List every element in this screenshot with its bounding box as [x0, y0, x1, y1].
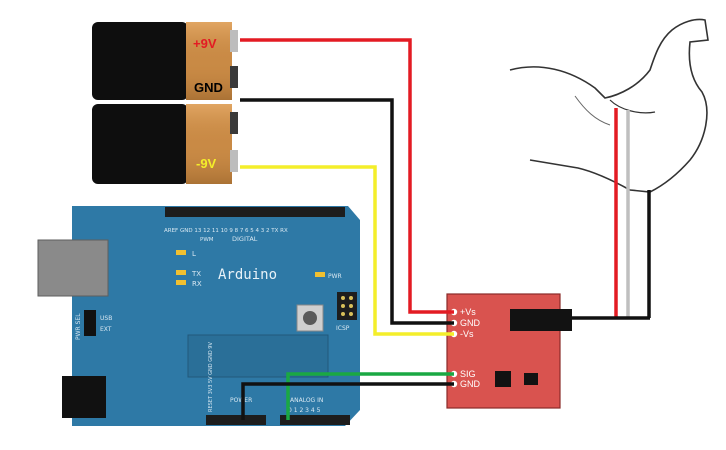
digital-header — [165, 207, 345, 217]
wire-minus-9v-yellow — [240, 165, 454, 336]
emg-sensor-board: +Vs GND -Vs SIG GND — [446, 293, 572, 409]
pwm-label: PWM — [200, 237, 214, 243]
led-rx-label: RX — [192, 280, 202, 288]
battery-plus-9v-label: +9V — [193, 36, 217, 51]
usb-ext-ext-label: EXT — [100, 326, 112, 333]
arm-illustration — [509, 18, 709, 320]
sensor-chip-1 — [495, 371, 511, 387]
icsp-label: ICSP — [336, 325, 350, 332]
arduino-title: Arduino — [218, 267, 277, 283]
battery-gnd-label: GND — [194, 80, 223, 95]
power-label: POWER — [230, 397, 252, 404]
power-jack — [62, 376, 106, 418]
led-l-label: L — [192, 250, 196, 258]
pwr-sel-label: PWR SEL — [75, 313, 82, 340]
analog-header-block — [280, 415, 350, 425]
power-header-block — [206, 415, 266, 425]
wire-gnd-to-arduino-black — [241, 382, 454, 420]
wire-sig-green — [286, 372, 454, 420]
analog-pins-text: 0 1 2 3 4 5 — [288, 407, 321, 414]
pin-gnd-top: GND — [460, 318, 481, 328]
sensor-chip-2 — [524, 373, 538, 385]
pin-vs-plus: +Vs — [460, 307, 476, 317]
wire-plus-9v-red — [240, 38, 454, 314]
header-top-text: AREF GND 13 12 11 10 9 8 7 6 5 4 3 2 TX … — [164, 228, 288, 234]
icsp-header — [337, 292, 357, 320]
pin-sig: SIG — [460, 369, 476, 379]
sensor-cable-jack — [510, 309, 572, 331]
pin-gnd-bottom: GND — [460, 379, 481, 389]
pwr-led-label: PWR — [328, 273, 342, 280]
power-header-text: RESET 3V3 5V GND GND 9V — [208, 342, 214, 412]
wire-gnd-black — [240, 98, 454, 325]
usb-ext-usb-label: USB — [100, 315, 112, 322]
digital-label: DIGITAL — [232, 235, 258, 243]
usb-connector — [37, 239, 109, 297]
led-tx-label: TX — [191, 270, 201, 278]
battery-bottom: -9V — [92, 104, 238, 184]
pin-vs-minus: -Vs — [460, 329, 474, 339]
arduino-board: Arduino AREF GND 13 12 11 10 9 8 7 6 5 4… — [37, 206, 360, 426]
battery-top: +9V GND — [92, 22, 238, 100]
analog-label: ANALOG IN — [290, 397, 323, 404]
battery-minus-9v-label: -9V — [196, 156, 217, 171]
